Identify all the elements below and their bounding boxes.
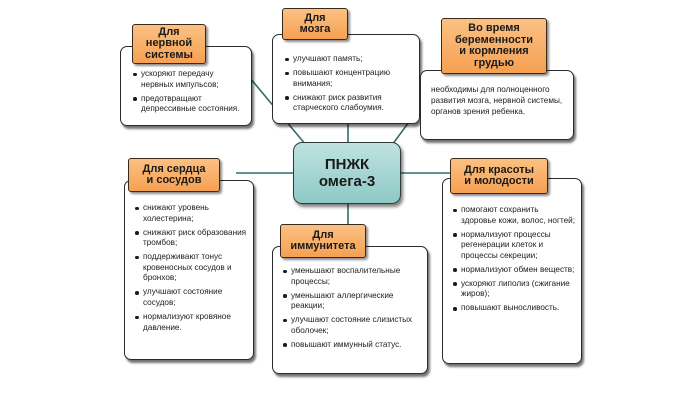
tag-line: мозга — [299, 23, 331, 35]
center-title: ПНЖК — [324, 156, 370, 173]
center-node: ПНЖК омега-3 — [293, 142, 401, 204]
pregnancy-text: необходимы для полноценного развития моз… — [431, 85, 563, 116]
tag-nerve: Для нервной системы — [132, 24, 206, 64]
beauty-list: помогают сохранить здоровье кожи, волос,… — [453, 205, 575, 314]
card-heart: снижают уровень холестерина; снижают рис… — [124, 180, 254, 360]
list-item: снижают риск образования тромбов; — [135, 228, 247, 249]
tag-line: Для — [158, 25, 180, 38]
list-item: ускоряют липолиз (сжигание жиров); — [453, 279, 575, 300]
tag-line: нервной — [145, 37, 193, 50]
list-item: повышают выносливость. — [453, 303, 575, 314]
card-immunity: уменьшают воспалительные процессы; умень… — [272, 246, 428, 374]
tag-beauty: Для красоты и молодости — [450, 158, 548, 194]
list-item: снижают уровень холестерина; — [135, 203, 247, 224]
tag-line: системы — [145, 48, 193, 61]
list-item: уменьшают воспалительные процессы; — [283, 266, 421, 287]
heart-list: снижают уровень холестерина; снижают рис… — [135, 203, 247, 333]
tag-heart: Для сердца и сосудов — [128, 158, 220, 192]
list-item: нормализуют кровяное давление. — [135, 312, 247, 333]
tag-line: Для — [304, 11, 326, 24]
list-item: уменьшают аллергические реакции; — [283, 291, 421, 312]
tag-immunity: Для иммунитета — [280, 224, 366, 258]
list-item: повышают иммунный статус. — [283, 340, 421, 351]
list-item: улучшают состояние сосудов; — [135, 287, 247, 308]
tag-line: Для сердца — [142, 162, 206, 175]
list-item: нормализуют обмен веществ; — [453, 265, 575, 276]
list-item: снижают риск развития старческого слабоу… — [285, 93, 411, 114]
list-item: предотвращают депрессивные состояния. — [133, 94, 243, 115]
tag-line: и молодости — [464, 175, 534, 187]
tag-line: грудью — [473, 56, 515, 69]
list-item: помогают сохранить здоровье кожи, волос,… — [453, 205, 575, 226]
tag-line: и сосудов — [146, 174, 202, 186]
brain-list: улучшают память; повышают концентрацию в… — [285, 54, 411, 114]
tag-pregnancy: Во время беременности и кормления грудью — [441, 18, 547, 74]
card-beauty: помогают сохранить здоровье кожи, волос,… — [442, 178, 582, 364]
list-item: поддерживают тонус кровеносных сосудов и… — [135, 252, 247, 284]
tag-line: и кормления — [459, 45, 529, 57]
immunity-list: уменьшают воспалительные процессы; умень… — [283, 266, 421, 350]
tag-line: иммунитета — [290, 240, 356, 252]
list-item: ускоряют передачу нервных импульсов; — [133, 69, 243, 90]
list-item: нормализуют процессы регенерации клеток … — [453, 230, 575, 262]
tag-line: Для — [312, 228, 334, 241]
card-brain: улучшают память; повышают концентрацию в… — [272, 34, 420, 124]
tag-line: беременности — [455, 33, 533, 46]
tag-brain: Для мозга — [282, 8, 348, 40]
center-subtitle: омега-3 — [318, 173, 376, 190]
tag-line: Для красоты — [464, 163, 534, 176]
list-item: улучшают память; — [285, 54, 411, 65]
nerve-list: ускоряют передачу нервных импульсов; пре… — [133, 69, 243, 115]
list-item: улучшают состояние слизистых оболочек; — [283, 315, 421, 336]
list-item: повышают концентрацию внимания; — [285, 68, 411, 89]
tag-line: Во время — [468, 22, 520, 34]
card-pregnancy: необходимы для полноценного развития моз… — [420, 70, 574, 140]
